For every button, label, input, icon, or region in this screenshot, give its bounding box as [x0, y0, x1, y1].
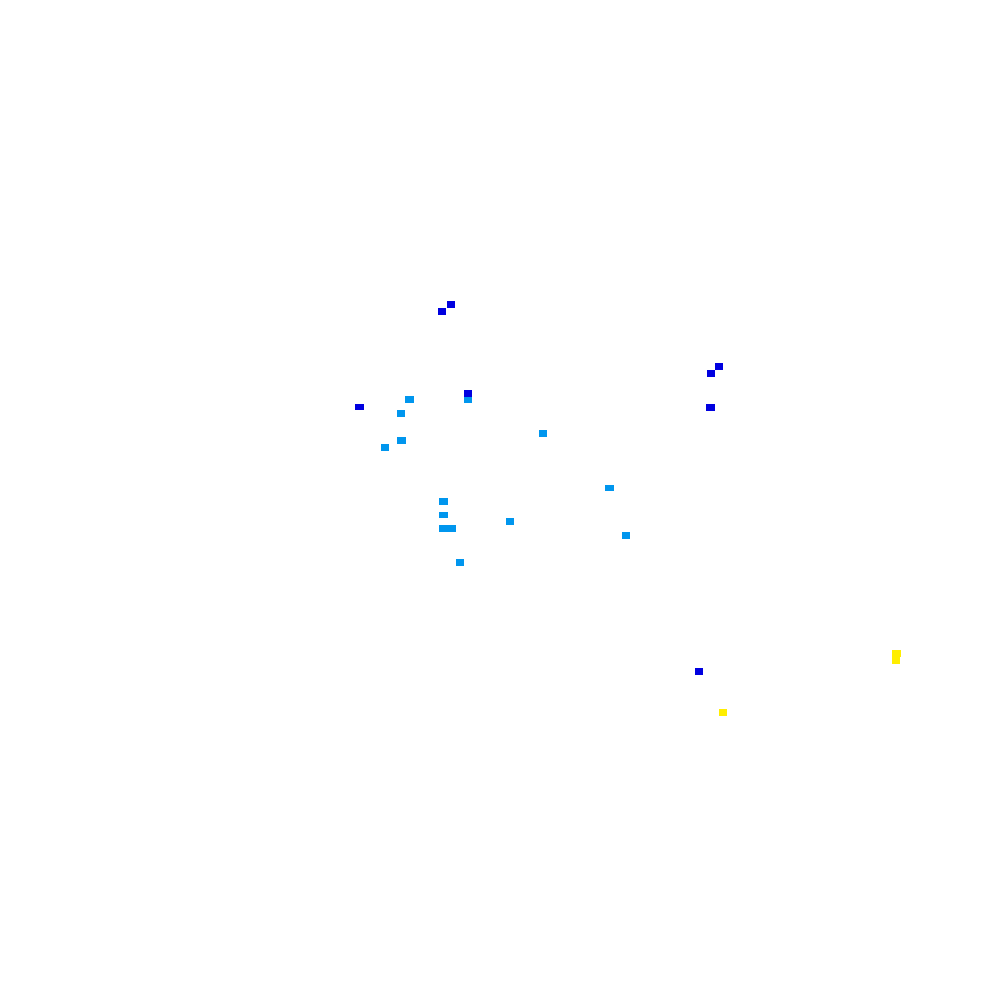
- map-cell-light-blue-12: [539, 430, 547, 437]
- map-cell-dark-blue-3: [715, 363, 723, 370]
- map-cell-light-blue-18: [506, 518, 514, 525]
- map-cell-light-blue-20: [622, 532, 630, 539]
- map-cell-yellow-22: [892, 650, 901, 657]
- map-cell-dark-blue-8: [695, 668, 703, 675]
- map-cell-light-blue-21: [456, 559, 464, 566]
- map-cell-light-blue-9: [405, 396, 414, 403]
- map-cell-light-blue-11: [397, 410, 405, 417]
- map-cell-light-blue-19: [439, 525, 456, 532]
- map-cell-yellow-23: [892, 657, 900, 664]
- map-cell-light-blue-16: [439, 498, 448, 505]
- map-cell-light-blue-13: [397, 437, 406, 444]
- map-cell-light-blue-14: [381, 444, 389, 451]
- map-cell-yellow-24: [719, 709, 727, 716]
- map-cell-dark-blue-2: [438, 308, 446, 315]
- map-cell-dark-blue-7: [706, 404, 715, 411]
- map-cell-dark-blue-1: [447, 301, 455, 308]
- map-cell-dark-blue-6: [355, 404, 364, 410]
- map-cell-light-blue-15: [605, 485, 614, 491]
- map-cell-dark-blue-5: [464, 390, 472, 397]
- map-cell-dark-blue-4: [707, 370, 715, 377]
- map-cell-light-blue-10: [464, 397, 472, 403]
- map-cell-light-blue-17: [439, 512, 448, 518]
- map-cells: [355, 301, 901, 716]
